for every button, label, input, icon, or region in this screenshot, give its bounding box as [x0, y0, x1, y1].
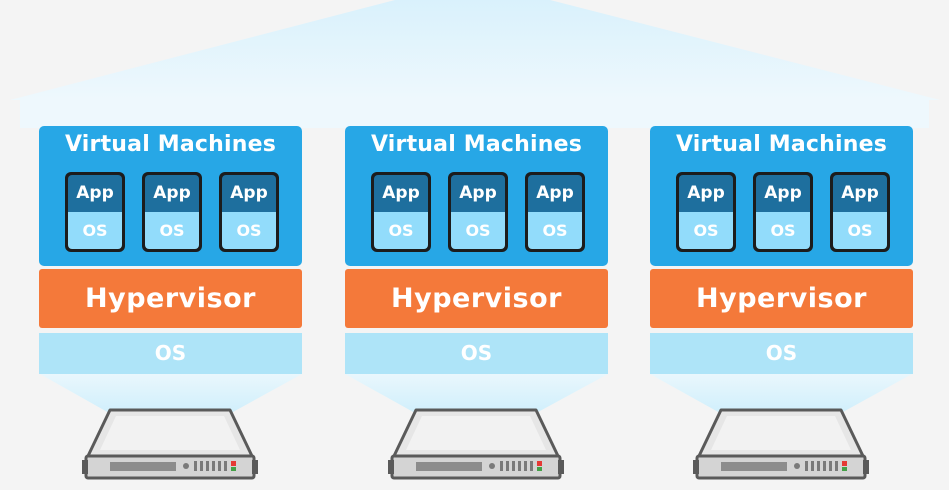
- vm-block: App OS: [371, 172, 431, 252]
- guest-os-label: OS: [833, 212, 887, 249]
- server-icon: [693, 408, 869, 480]
- top-light-beam: [10, 0, 940, 100]
- app-label: App: [756, 175, 810, 212]
- vm-block: App OS: [676, 172, 736, 252]
- vm-block: App OS: [65, 172, 125, 252]
- server-icon: [388, 408, 564, 480]
- guest-os-label: OS: [756, 212, 810, 249]
- host-os-layer: OS: [345, 333, 608, 374]
- server-beam-2: [345, 374, 608, 418]
- hypervisor-layer: Hypervisor: [39, 269, 302, 328]
- guest-os-label: OS: [374, 212, 428, 249]
- virtual-machines-box: Virtual Machines App OS App OS App OS: [39, 126, 302, 266]
- host-os-layer: OS: [650, 333, 913, 374]
- host-os-layer: OS: [39, 333, 302, 374]
- server-icon: [82, 408, 258, 480]
- bottom-edge: [0, 490, 949, 499]
- hypervisor-layer: Hypervisor: [650, 269, 913, 328]
- hypervisor-layer: Hypervisor: [345, 269, 608, 328]
- guest-os-label: OS: [145, 212, 199, 249]
- virtual-machines-box: Virtual Machines App OS App OS App OS: [650, 126, 913, 266]
- app-label: App: [145, 175, 199, 212]
- guest-os-label: OS: [68, 212, 122, 249]
- app-label: App: [222, 175, 276, 212]
- virtual-machines-title: Virtual Machines: [64, 132, 277, 157]
- guest-os-label: OS: [222, 212, 276, 249]
- virtual-machines-box: Virtual Machines App OS App OS App OS: [345, 126, 608, 266]
- vm-block: App OS: [525, 172, 585, 252]
- app-label: App: [68, 175, 122, 212]
- guest-os-label: OS: [528, 212, 582, 249]
- server-beam-1: [40, 374, 302, 418]
- app-label: App: [679, 175, 733, 212]
- vm-block: App OS: [142, 172, 202, 252]
- virtual-machines-title: Virtual Machines: [675, 132, 888, 157]
- vm-block: App OS: [448, 172, 508, 252]
- server-beam-3: [650, 374, 912, 418]
- vm-block: App OS: [830, 172, 890, 252]
- virtual-machines-title: Virtual Machines: [370, 132, 583, 157]
- app-label: App: [374, 175, 428, 212]
- guest-os-label: OS: [679, 212, 733, 249]
- app-label: App: [528, 175, 582, 212]
- top-light-band: [20, 98, 929, 128]
- app-label: App: [833, 175, 887, 212]
- app-label: App: [451, 175, 505, 212]
- vm-block: App OS: [219, 172, 279, 252]
- guest-os-label: OS: [451, 212, 505, 249]
- vm-block: App OS: [753, 172, 813, 252]
